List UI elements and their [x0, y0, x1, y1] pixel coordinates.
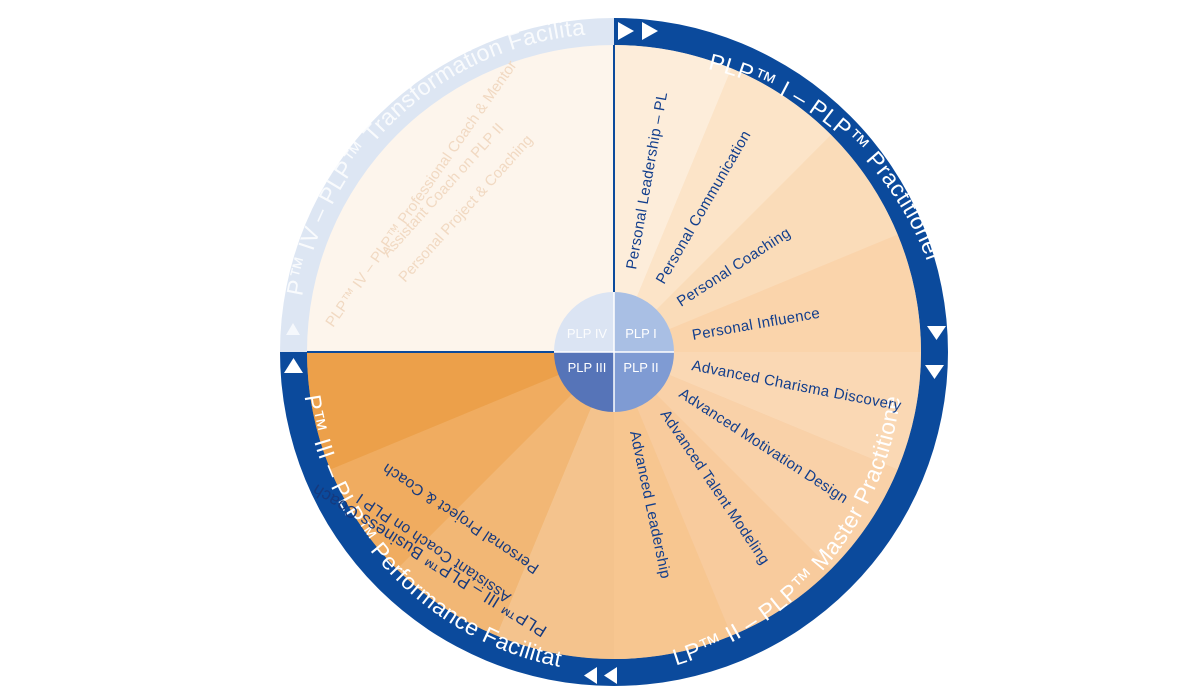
ring-arrows	[284, 22, 946, 684]
hub-label-plp3: PLP III	[568, 360, 607, 375]
arrow-icon	[927, 326, 946, 340]
arrow-icon	[618, 22, 634, 40]
hub-label-plp1: PLP I	[625, 326, 657, 341]
arrow-icon	[604, 667, 617, 684]
hub-quadrant-plp2	[614, 352, 674, 412]
arrow-icon	[284, 358, 303, 373]
wedge-shading	[307, 45, 921, 659]
hub-quadrant-plp3	[554, 352, 614, 412]
hub-quadrant-plp1	[614, 292, 674, 352]
arrow-icon	[286, 323, 300, 335]
arrow-icon	[925, 365, 944, 379]
arrow-icon	[584, 667, 597, 684]
center-hub: PLP I PLP II PLP III PLP IV	[554, 292, 674, 412]
quadrant-plp4	[307, 45, 614, 352]
hub-label-plp2: PLP II	[623, 360, 658, 375]
hub-label-plp4: PLP IV	[567, 326, 608, 341]
arrow-icon	[642, 22, 658, 40]
hub-quadrant-plp4	[554, 292, 614, 352]
